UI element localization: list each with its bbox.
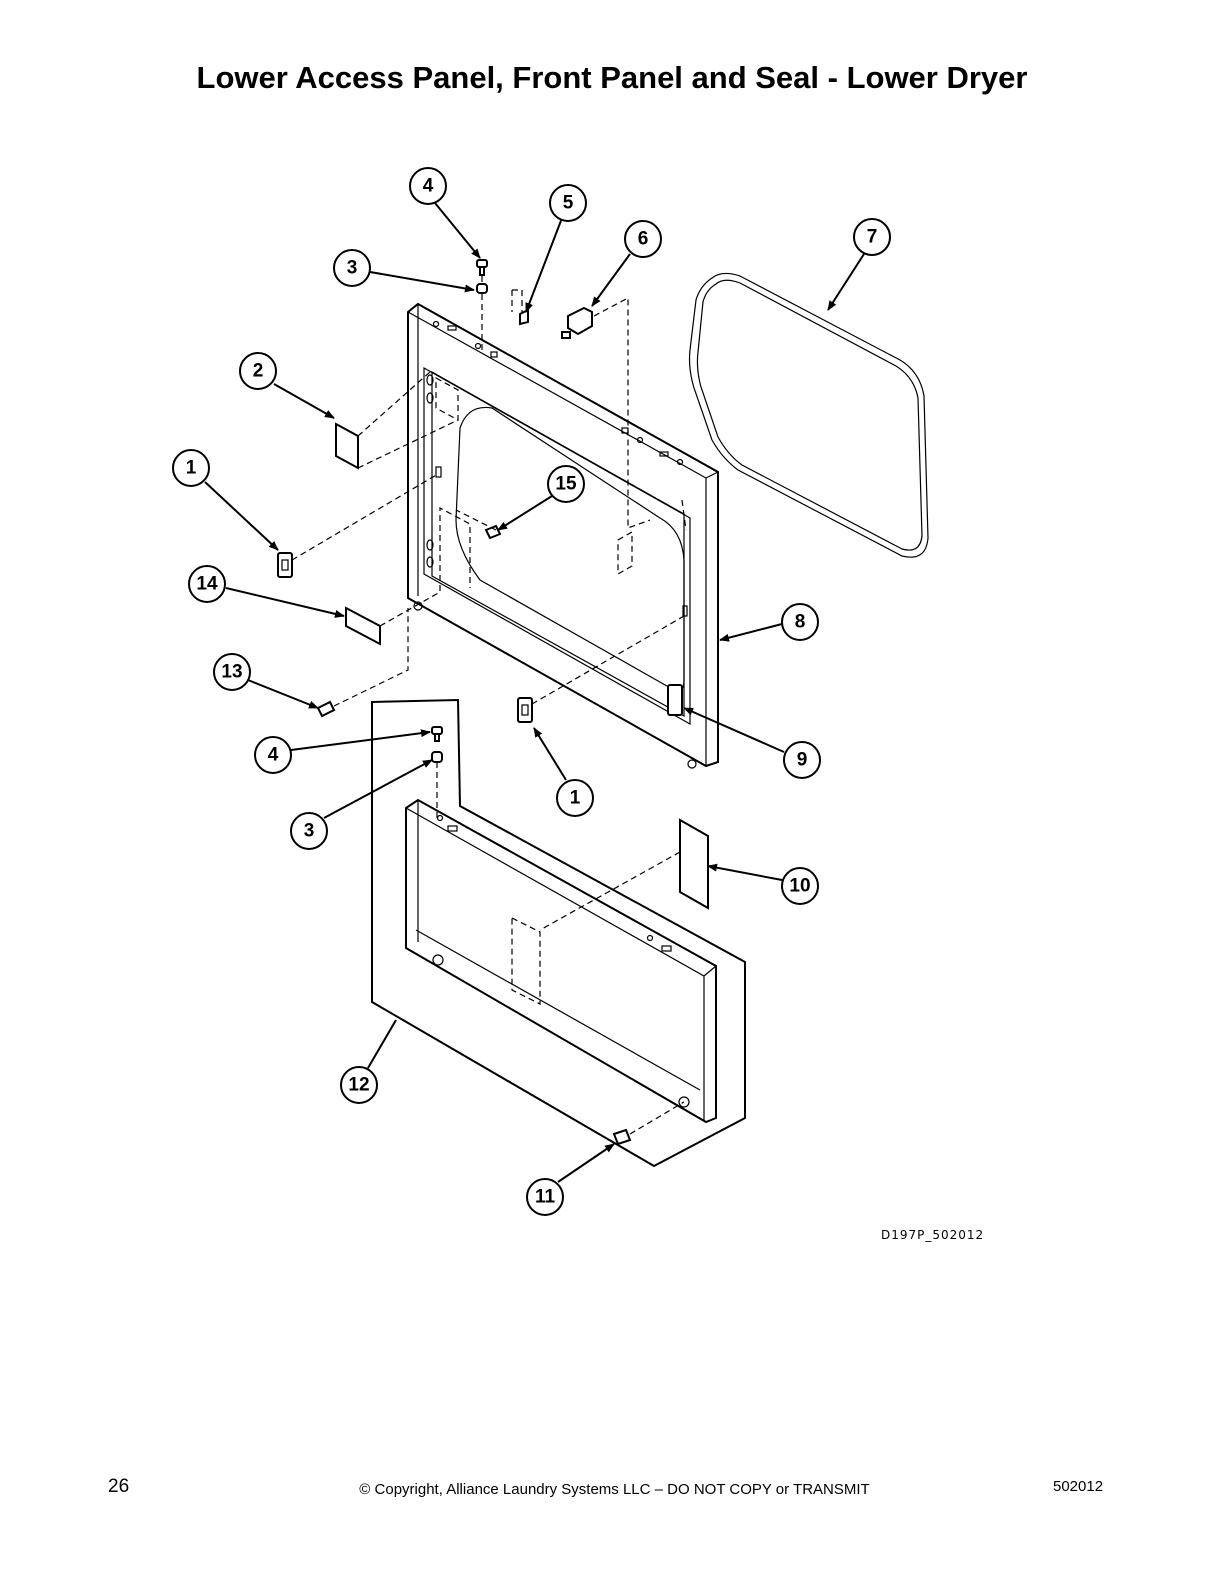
callout-3-top: 3 [333, 249, 371, 287]
callout-14: 14 [188, 565, 226, 603]
callout-3-lower: 3 [290, 812, 328, 850]
callout-4-lower: 4 [254, 736, 292, 774]
svg-text:3: 3 [347, 258, 358, 279]
callout-1-lower: 1 [556, 779, 594, 817]
svg-text:9: 9 [797, 750, 808, 771]
drawing-code: D197P_502012 [881, 1228, 985, 1242]
callout-6: 6 [624, 220, 662, 258]
hardware-parts [277, 259, 632, 1146]
svg-text:13: 13 [221, 662, 242, 683]
assembly-lines [291, 276, 687, 1135]
svg-text:14: 14 [196, 574, 218, 595]
page-title: Lower Access Panel, Front Panel and Seal… [196, 60, 1028, 95]
callout-4-top: 4 [409, 167, 447, 205]
callout-7: 7 [853, 218, 891, 256]
svg-text:5: 5 [563, 193, 574, 214]
svg-text:4: 4 [268, 745, 279, 766]
callout-5: 5 [549, 184, 587, 222]
callout-13: 13 [213, 653, 251, 691]
callout-10: 10 [781, 867, 819, 905]
svg-text:4: 4 [423, 176, 434, 197]
callout-2: 2 [239, 352, 277, 390]
callout-11: 11 [526, 1178, 564, 1216]
callout-12: 12 [340, 1066, 378, 1104]
svg-text:15: 15 [555, 474, 577, 495]
lower-access-panel [371, 698, 746, 1168]
front-panel [407, 302, 719, 769]
document-number: 502012 [1053, 1478, 1104, 1495]
callout-1-top: 1 [172, 449, 210, 487]
svg-text:2: 2 [253, 361, 264, 382]
svg-text:7: 7 [867, 227, 878, 248]
door-seal [688, 272, 929, 558]
svg-text:12: 12 [348, 1075, 369, 1096]
svg-text:8: 8 [795, 612, 806, 633]
svg-text:1: 1 [570, 788, 581, 809]
svg-text:11: 11 [535, 1187, 556, 1208]
svg-text:1: 1 [186, 458, 197, 479]
callout-9: 9 [783, 741, 821, 779]
svg-text:6: 6 [638, 229, 649, 250]
callout-15: 15 [547, 465, 585, 503]
copyright-notice: © Copyright, Alliance Laundry Systems LL… [359, 1481, 870, 1498]
page-number: 26 [108, 1476, 130, 1497]
leader-lines [204, 202, 865, 1183]
svg-text:3: 3 [304, 821, 315, 842]
callout-8: 8 [781, 603, 819, 641]
svg-text:10: 10 [789, 876, 810, 897]
